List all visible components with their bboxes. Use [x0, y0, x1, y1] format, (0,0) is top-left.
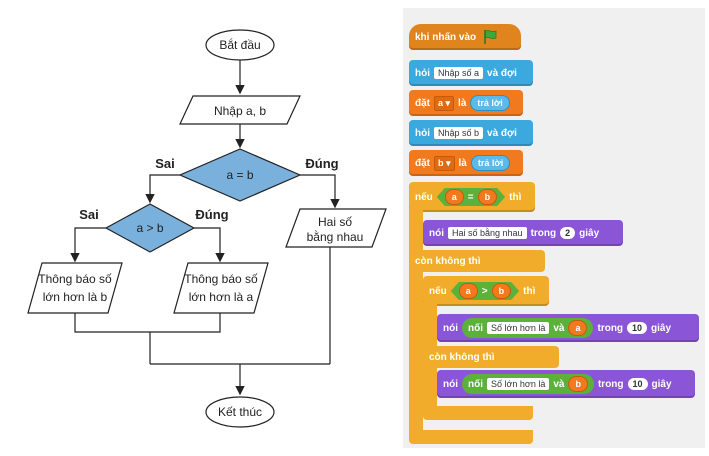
input-label: Nhập a, b [214, 104, 266, 118]
set2-mid: là [458, 157, 467, 169]
say2-prefix: nói [443, 322, 458, 334]
if2-label: nếu [429, 285, 447, 297]
say2-join: nối [468, 322, 483, 334]
if1-left-var: a [445, 189, 464, 205]
decision2-label: a > b [136, 221, 163, 235]
say-b-larger-block[interactable]: nói nối Số lớn hơn là và b trong 10 giây [437, 370, 695, 398]
if1-end-cap [409, 430, 533, 444]
greater-operator[interactable]: a > b [451, 282, 519, 300]
ask1-prefix: hỏi [415, 67, 430, 79]
set2-prefix: đặt [415, 157, 430, 169]
ask1-suffix: và đợi [487, 67, 517, 79]
set2-answer-reporter[interactable]: trả lời [470, 155, 511, 171]
decision-a-equals-b: a = b [178, 148, 302, 202]
ask-a-block[interactable]: hỏi Nhập số a và đợi [409, 60, 533, 86]
flowchart: Bắt đầu Nhập a, b a = b Sai Đúng Hai số … [27, 29, 387, 428]
say3-var: b [568, 376, 588, 392]
if2-end-cap [423, 406, 533, 420]
set-b-block[interactable]: đặt b ▾ là trả lời [409, 150, 523, 176]
set1-mid: là [458, 97, 467, 109]
decision1-label: a = b [226, 168, 253, 182]
say2-and: và [553, 322, 565, 334]
if2-then: thì [523, 285, 536, 297]
if2-right-var: b [492, 283, 512, 299]
ask1-input[interactable]: Nhập số a [434, 67, 484, 79]
start-label: Bắt đầu [219, 37, 260, 52]
equal-line2: bằng nhau [307, 229, 364, 244]
ask2-prefix: hỏi [415, 127, 430, 139]
say3-unit: giây [651, 378, 672, 390]
when-flag-label: khi nhấn vào [415, 31, 477, 43]
say2-secs[interactable]: 10 [627, 322, 648, 334]
decision-a-greater-b: a > b [104, 203, 196, 253]
say1-prefix: nói [429, 227, 444, 239]
end-terminal: Kết thúc [205, 396, 275, 428]
say1-for: trong [530, 227, 557, 239]
say2-for: trong [597, 322, 624, 334]
if-a-equals-b-block[interactable]: nếu a = b thì [409, 182, 535, 212]
equal-output-parallelogram: Hai số bằng nhau [285, 208, 387, 248]
say1-text[interactable]: Hai số bằng nhau [448, 227, 527, 239]
set2-variable-dropdown[interactable]: b ▾ [434, 155, 455, 171]
equal-line1: Hai số [318, 215, 352, 229]
b-larger-line1: Thông báo số [38, 272, 112, 286]
equals-operator[interactable]: a = b [437, 188, 505, 206]
if2-operator: > [481, 285, 488, 297]
end-label: Kết thúc [218, 405, 262, 419]
scratch-script-panel: khi nhấn vào hỏi Nhập số a và đợi đặt a … [403, 8, 705, 448]
else1-label: còn không thì [415, 255, 481, 267]
ask2-input[interactable]: Nhập số b [434, 127, 484, 139]
set1-var: a [438, 97, 444, 108]
a-larger-parallelogram: Thông báo số lớn hơn là a [173, 262, 269, 314]
a-larger-line1: Thông báo số [184, 272, 258, 286]
if-a-greater-b-block[interactable]: nếu a > b thì [423, 276, 549, 306]
say3-prefix: nói [443, 378, 458, 390]
say-equal-block[interactable]: nói Hai số bằng nhau trong 2 giây [423, 220, 623, 246]
b-larger-parallelogram: Thông báo số lớn hơn là b [27, 262, 123, 314]
say2-unit: giây [651, 322, 672, 334]
join-a-reporter[interactable]: nối Số lớn hơn là và a [462, 318, 594, 338]
set1-prefix: đặt [415, 97, 430, 109]
decision2-true-label: Đúng [195, 207, 228, 222]
ask-b-block[interactable]: hỏi Nhập số b và đợi [409, 120, 533, 146]
set-a-block[interactable]: đặt a ▾ là trả lời [409, 90, 523, 116]
set2-var: b [438, 157, 444, 168]
say3-secs[interactable]: 10 [627, 378, 648, 390]
if1-then: thì [509, 191, 522, 203]
say2-var: a [568, 320, 588, 336]
ask2-suffix: và đợi [487, 127, 517, 139]
a-larger-line2: lớn hơn là a [189, 290, 254, 304]
else1-bar: còn không thì [409, 250, 545, 272]
decision2-false-label: Sai [79, 207, 99, 222]
input-parallelogram: Nhập a, b [179, 95, 301, 125]
if2-left-var: a [459, 283, 478, 299]
if1-c-arm [409, 208, 423, 440]
if1-right-var: b [478, 189, 498, 205]
say2-text[interactable]: Số lớn hơn là [487, 322, 550, 334]
if1-label: nếu [415, 191, 433, 203]
set1-variable-dropdown[interactable]: a ▾ [434, 95, 455, 111]
set1-answer-reporter[interactable]: trả lời [470, 95, 510, 111]
say3-for: trong [597, 378, 624, 390]
decision1-false-label: Sai [155, 156, 175, 171]
green-flag-icon [484, 30, 497, 44]
say3-and: và [553, 378, 565, 390]
when-flag-clicked-block[interactable]: khi nhấn vào [409, 24, 521, 50]
if1-operator: = [467, 191, 474, 203]
decision1-true-label: Đúng [305, 156, 338, 171]
b-larger-line2: lớn hơn là b [43, 290, 108, 304]
start-terminal: Bắt đầu [205, 29, 275, 61]
else2-label: còn không thì [429, 351, 495, 363]
say3-join: nối [468, 378, 483, 390]
say1-secs[interactable]: 2 [560, 227, 576, 239]
join-b-reporter[interactable]: nối Số lớn hơn là và b [462, 374, 594, 394]
else2-bar: còn không thì [423, 346, 559, 368]
say3-text[interactable]: Số lớn hơn là [487, 378, 550, 390]
say-a-larger-block[interactable]: nói nối Số lớn hơn là và a trong 10 giây [437, 314, 699, 342]
say1-unit: giây [579, 227, 600, 239]
